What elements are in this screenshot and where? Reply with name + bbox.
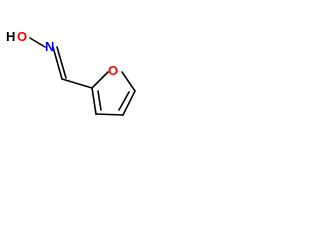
- bond-o-n: [29, 37, 46, 48]
- atom-h-label: H: [6, 29, 15, 44]
- bond-c-furan: [61, 78, 93, 89]
- atom-n-label: N: [45, 39, 54, 54]
- atom-o-ring-label: O: [108, 63, 118, 78]
- bond-c4-c3: [95, 113, 124, 116]
- bond-c4-c5-inner: [118, 91, 130, 111]
- bond-c3-c2: [91, 87, 97, 115]
- bond-c2-o-ring: [91, 71, 109, 89]
- bond-n-c-double-a: [52, 46, 63, 80]
- bond-n-c-double-b: [56, 46, 67, 79]
- bond-c2-c3-inner: [97, 90, 102, 111]
- molecule-diagram: H O N O: [6, 29, 136, 116]
- bond-o-ring-c5: [121, 71, 136, 92]
- atom-o-hydroxyl-label: O: [17, 29, 27, 44]
- bond-c5-c4: [122, 90, 136, 116]
- structure-canvas: H O N O: [0, 0, 150, 150]
